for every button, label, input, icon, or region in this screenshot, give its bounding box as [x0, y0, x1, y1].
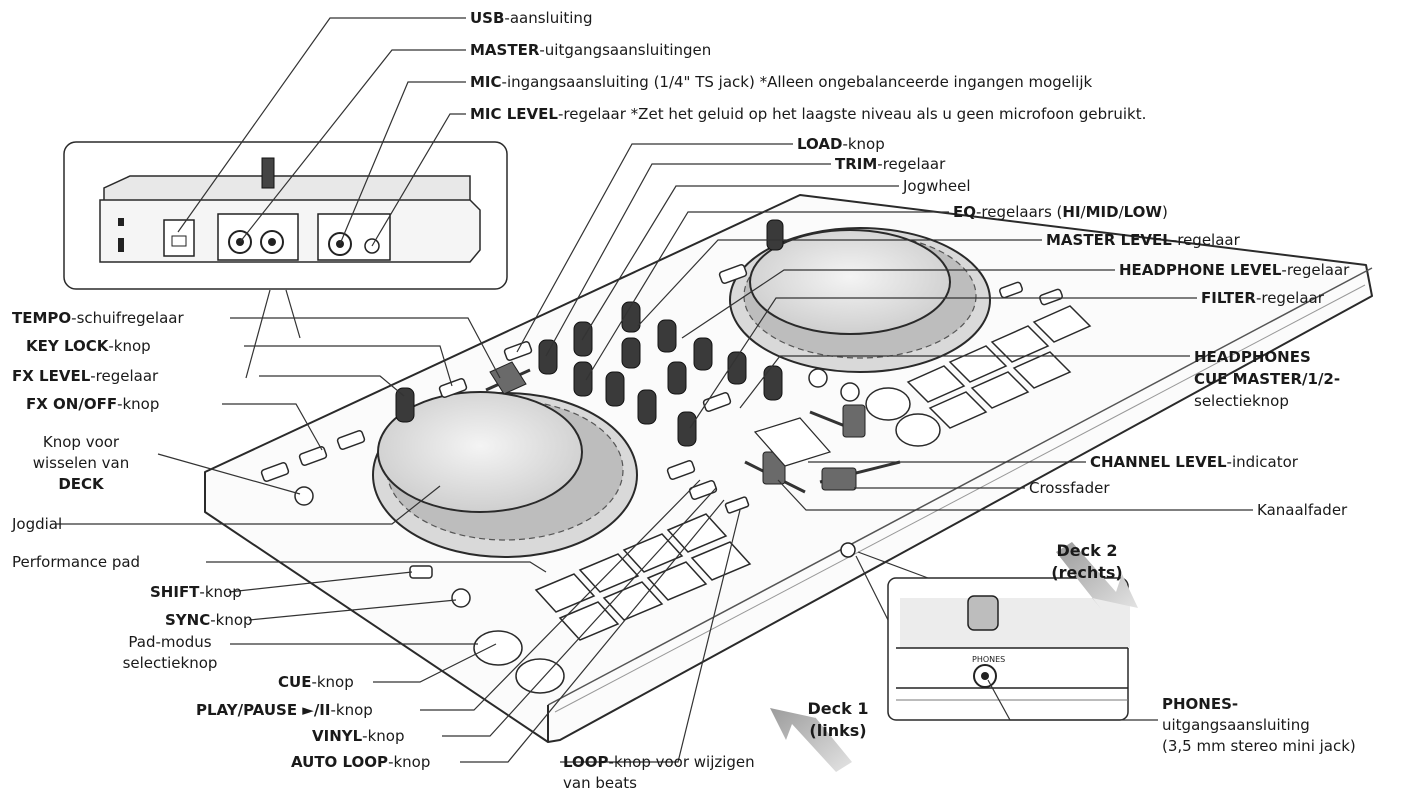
label-tempo: TEMPO-schuifregelaar — [12, 309, 184, 327]
label-sync: SYNC-knop — [165, 611, 253, 629]
phones-inset: PHONES — [855, 551, 1130, 721]
small-buttons — [260, 264, 1063, 579]
label-fx-level: FX LEVEL-regelaar — [12, 367, 159, 385]
label-channel-level: CHANNEL LEVEL-indicator — [1090, 453, 1298, 471]
phones-inset-text: PHONES — [972, 655, 1005, 664]
deck2-label: Deck 2(rechts) — [1051, 541, 1123, 582]
label-usb: USB-aansluiting — [470, 9, 593, 27]
label-eq: EQ-regelaars (HI/MID/LOW) — [953, 203, 1168, 221]
label-master-level: MASTER LEVEL-regelaar — [1046, 231, 1240, 249]
performance-pads-right — [906, 305, 1092, 429]
left-jogwheel — [372, 391, 638, 558]
label-shift: SHIFT-knop — [150, 583, 242, 601]
label-crossfader: Crossfader — [1029, 479, 1110, 497]
label-fx-onoff: FX ON/OFF-knop — [26, 395, 160, 413]
label-cue: CUE-knop — [278, 673, 354, 691]
label-headphone-level: HEADPHONE LEVEL-regelaar — [1119, 261, 1350, 279]
label-phones: PHONES-uitgangsaansluiting(3,5 mm stereo… — [1162, 695, 1356, 755]
round-buttons — [294, 368, 941, 694]
deck1-label: Deck 1(links) — [807, 699, 869, 740]
deck2-arrow — [1056, 542, 1138, 610]
label-filter: FILTER-regelaar — [1201, 289, 1324, 307]
label-key-lock: KEY LOCK-knop — [26, 337, 151, 355]
rear-panel-inset — [63, 141, 508, 379]
label-kanaalfader: Kanaalfader — [1257, 501, 1348, 519]
label-master-output: MASTER-uitgangsaansluitingen — [470, 41, 712, 59]
label-auto-loop: AUTO LOOP-knop — [291, 753, 431, 771]
label-play-pause: PLAY/PAUSE ►/II-knop — [196, 701, 373, 719]
label-jogwheel: Jogwheel — [903, 177, 971, 195]
label-vinyl: VINYL-knop — [312, 727, 405, 745]
label-mic-input: MIC-ingangsaansluiting (1/4" TS jack) *A… — [470, 73, 1093, 91]
label-jogdial: Jogdial — [12, 515, 63, 533]
faders — [485, 361, 901, 558]
label-performance-pad: Performance pad — [12, 553, 141, 571]
deck1-arrow — [770, 706, 852, 772]
label-load: LOAD-knop — [797, 135, 885, 153]
leader-lines — [56, 17, 1253, 763]
label-trim: TRIM-regelaar — [835, 155, 946, 173]
mixer-knobs — [395, 219, 784, 447]
performance-pads-left — [534, 513, 752, 641]
controller-body — [204, 194, 1373, 743]
right-jogwheel — [729, 227, 991, 373]
label-mic-level: MIC LEVEL-regelaar *Zet het geluid op he… — [470, 105, 1147, 123]
